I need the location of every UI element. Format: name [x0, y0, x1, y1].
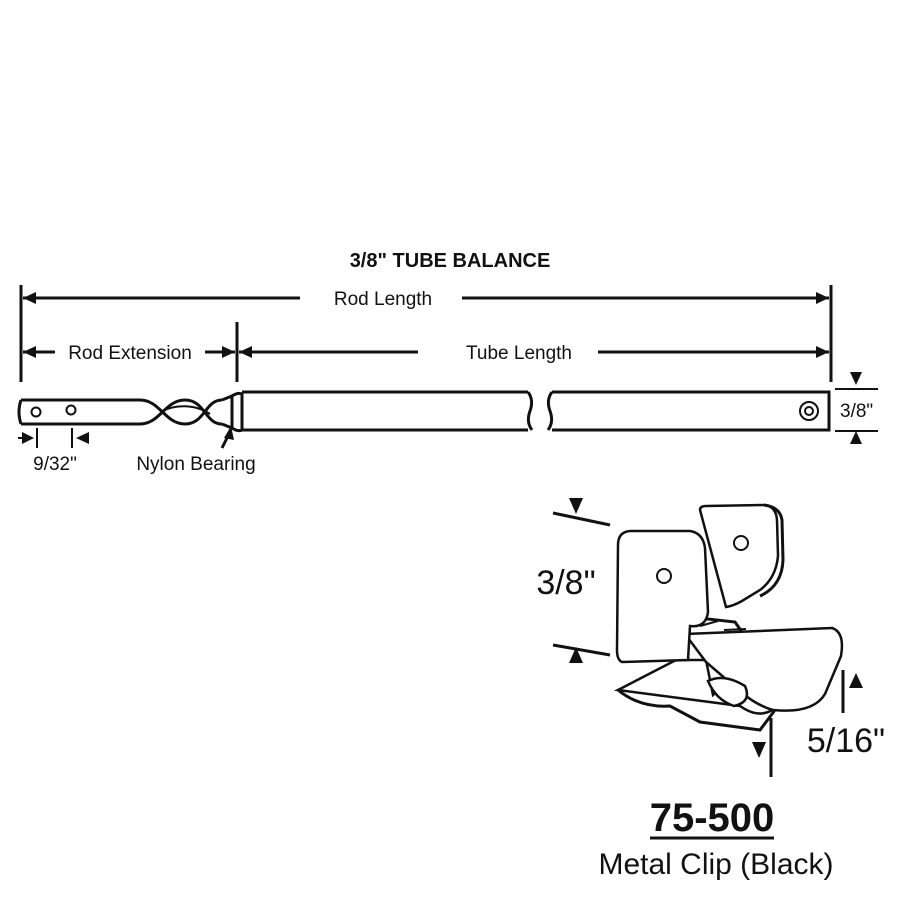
tube-length-dimension: Tube Length [239, 343, 829, 364]
rod-extension-label: Rod Extension [68, 343, 192, 364]
tube-length-label: Tube Length [466, 343, 572, 364]
part-number: 75-500 [650, 796, 775, 840]
rod-length-dimension: Rod Length [19, 285, 833, 382]
rod-extension-drawing [17, 398, 223, 426]
metal-clip-drawing [613, 503, 844, 732]
nylon-bearing-label: Nylon Bearing [136, 454, 255, 475]
hole-spacing-label: 9/32" [33, 454, 77, 475]
clip-height-label: 3/8" [536, 564, 595, 602]
clip-height-dimension: 3/8" [536, 498, 611, 663]
tube-diameter-label: 3/8" [840, 401, 873, 422]
rod-length-label: Rod Length [334, 289, 432, 310]
part-description: Metal Clip (Black) [598, 848, 833, 881]
tube-diameter-dimension: 3/8" [835, 372, 878, 444]
rod-extension-dimension: Rod Extension [23, 322, 239, 382]
diagram-title: 3/8" TUBE BALANCE [350, 250, 551, 272]
nylon-bearing-callout: Nylon Bearing [136, 426, 256, 475]
clip-depth-dimension: 5/16" [752, 670, 885, 777]
hole-spacing-dimension: 9/32" [18, 428, 89, 475]
clip-depth-label: 5/16" [807, 722, 885, 760]
tube-drawing [221, 390, 831, 433]
